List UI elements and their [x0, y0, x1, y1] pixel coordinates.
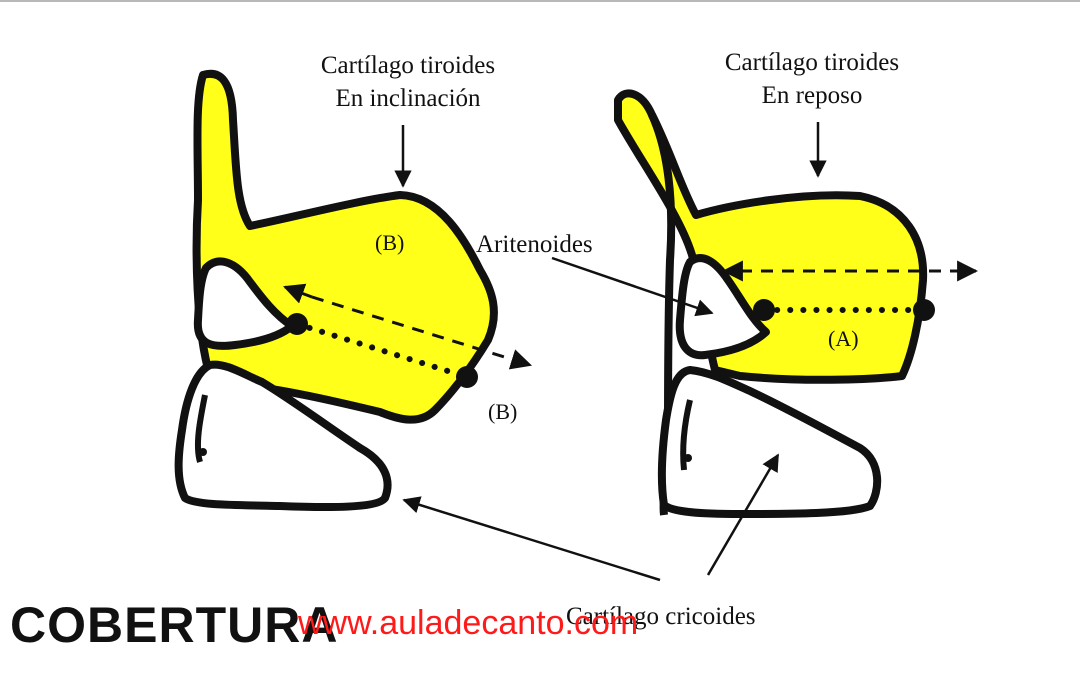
- left-point-anterior: [286, 313, 308, 335]
- right-thyroid-label: Cartílago tiroides En reposo: [692, 46, 932, 112]
- left-thyroid-label-line2: En inclinación: [335, 85, 481, 112]
- cricoid-pointer-left: [402, 496, 661, 582]
- left-arytenoid: [193, 257, 296, 350]
- marker-b-lower: (B): [488, 399, 518, 424]
- cobertura-title: COBERTURA: [10, 597, 339, 653]
- right-thyroid-label-line2: En reposo: [761, 82, 863, 109]
- cricoid-pointer-right: [706, 453, 780, 576]
- arytenoids-label: Aritenoides: [476, 231, 593, 258]
- watermark-url: www.auladecanto.com: [298, 604, 639, 642]
- left-larynx: [174, 69, 533, 512]
- cricoid-label: Cartílago cricoides: [566, 603, 756, 630]
- right-point-anterior: [753, 299, 775, 321]
- left-point-posterior: [456, 366, 478, 388]
- left-vocal-fold-line: [294, 321, 470, 380]
- left-thyroid-cartilage: [192, 69, 498, 424]
- top-border-line: [0, 0, 1080, 2]
- marker-b-upper: (B): [375, 230, 405, 255]
- right-larynx: [614, 89, 979, 518]
- right-thyroid-label-line1: Cartílago tiroides: [724, 49, 900, 76]
- right-point-posterior: [913, 299, 935, 321]
- left-dashed-axis: [311, 295, 533, 370]
- left-cricoid-cartilage: [174, 360, 392, 512]
- right-cricoid-cartilage: [657, 366, 882, 518]
- left-thyroid-label-line1: Cartílago tiroides: [320, 52, 496, 79]
- arytenoid-pointer: [551, 256, 714, 317]
- left-thyroid-label: Cartílago tiroides En inclinación: [288, 49, 528, 115]
- marker-a: (A): [828, 326, 859, 351]
- pointer-arrows: [394, 122, 827, 582]
